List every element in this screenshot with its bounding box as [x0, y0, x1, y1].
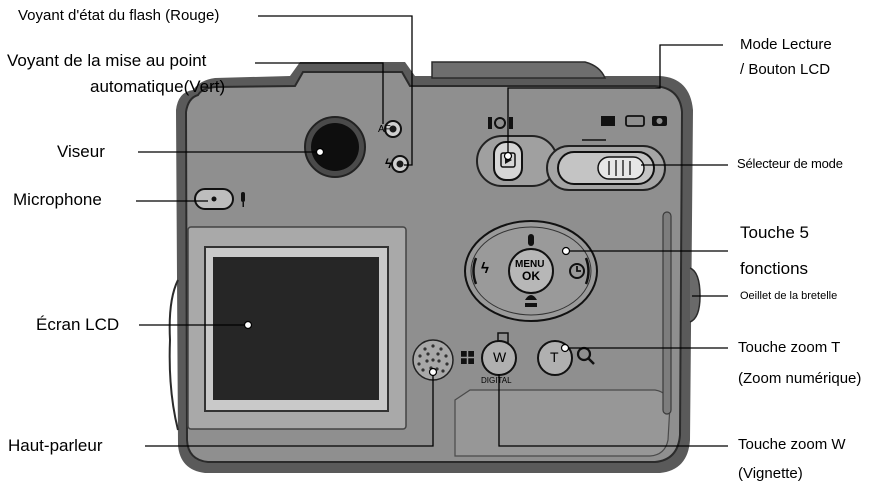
label-five-function-1: Touche 5: [740, 223, 809, 242]
flash-indicator-line: [258, 15, 413, 166]
label-strap-eyelet: Oeillet de la bretelle: [740, 290, 838, 302]
flash-marking: ϟ: [385, 156, 392, 171]
voice-mode-icon: [625, 115, 645, 127]
mode-selector-knob: [597, 156, 645, 180]
pad-up-mic-icon: [528, 234, 534, 246]
label-zoom-w-1: Touche zoom W: [738, 436, 846, 453]
microphone-hole: [211, 196, 217, 202]
af-marking: AF: [378, 124, 391, 135]
lower-panel: [454, 389, 671, 457]
digital-label: DIGITAL: [481, 376, 512, 385]
label-af-indicator-2: automatique(Vert): [90, 77, 226, 96]
label-play-mode-1: Mode Lecture: [740, 36, 832, 53]
ok-label: OK: [522, 269, 540, 283]
label-zoom-t-2: (Zoom numérique): [738, 370, 862, 387]
label-mode-selector: Sélecteur de mode: [737, 156, 843, 171]
speaker-line: [145, 372, 434, 447]
label-speaker: Haut-parleur: [8, 436, 103, 455]
pad-down-macro-icon: [525, 295, 537, 300]
strap-eyelet-shape: [689, 267, 701, 323]
label-af-indicator-1: Voyant de la mise au point: [7, 51, 207, 70]
pad-right-timer-icon: [569, 263, 585, 279]
movie-mode-icon: [601, 116, 615, 126]
label-play-mode-2: / Bouton LCD: [740, 61, 831, 78]
menu-label: MENU: [515, 259, 545, 270]
zoom-w-line: [498, 374, 728, 447]
label-viewfinder: Viseur: [57, 142, 105, 161]
label-zoom-w-2: (Vignette): [738, 465, 803, 482]
ioi-icon: [509, 117, 513, 129]
label-five-function-2: fonctions: [740, 259, 809, 278]
label-lcd-screen: Écran LCD: [36, 315, 120, 334]
zoom-w-label: W: [493, 349, 507, 365]
af-indicator-line: [255, 62, 384, 124]
label-microphone: Microphone: [13, 190, 102, 209]
grip-slot: [662, 211, 672, 415]
leader-lines: [136, 15, 728, 447]
flash-lamp-center: [396, 160, 404, 168]
top-ridge: [431, 61, 607, 79]
mic-icon: [241, 192, 245, 202]
target-dots: [243, 147, 571, 377]
left-side-edge: [168, 279, 179, 431]
af-lamp-center: [389, 125, 397, 133]
label-zoom-t-1: Touche zoom T: [738, 339, 841, 356]
pad-left-flash-icon: ϟ: [481, 260, 489, 277]
play-mode-line: [507, 44, 723, 156]
viewfinder-lens: [311, 123, 359, 171]
lcd-screen: [213, 257, 379, 400]
label-flash-indicator: Voyant d'état du flash (Rouge): [18, 7, 220, 24]
menu-ok-button: [508, 248, 554, 294]
speaker-holes: [417, 344, 449, 376]
zoom-t-label: T: [550, 349, 559, 365]
